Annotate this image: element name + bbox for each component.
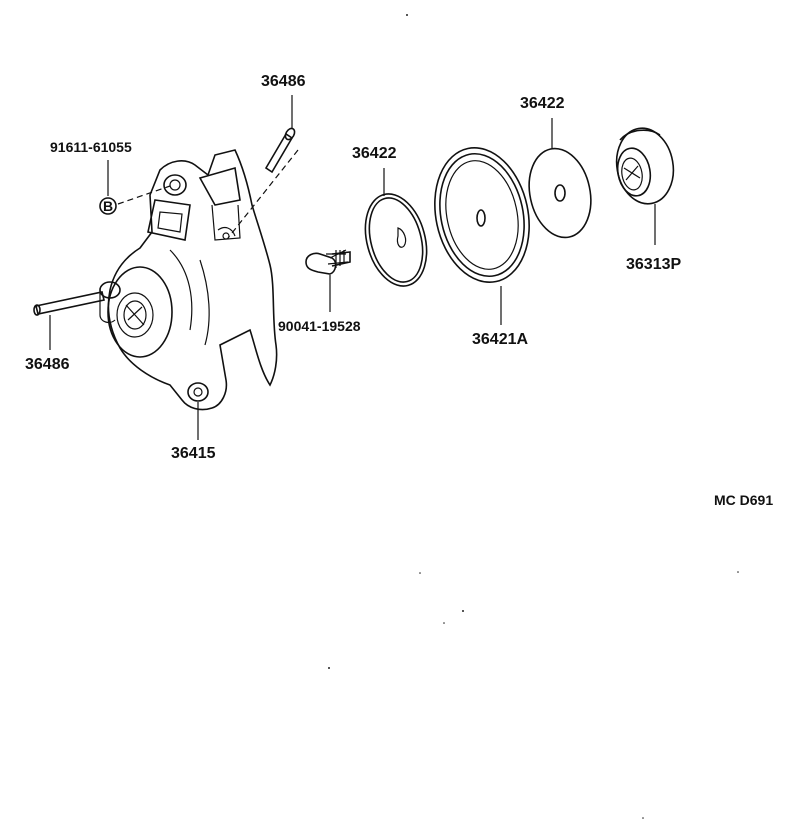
callout-b-circle bbox=[99, 197, 117, 215]
label-36486-left: 36486 bbox=[25, 356, 70, 373]
gasket-36422-left bbox=[364, 168, 428, 287]
diagram-code: MC D691 bbox=[714, 492, 773, 508]
label-91611-61055: 91611-61055 bbox=[50, 139, 132, 155]
pin-36486-left bbox=[33, 291, 105, 350]
label-90041-19528: 90041-19528 bbox=[278, 318, 361, 334]
callout-b-letter: B bbox=[103, 198, 113, 214]
label-36421A: 36421A bbox=[472, 331, 528, 348]
diaphragm-36421A bbox=[434, 147, 530, 325]
cap-36313P bbox=[615, 127, 675, 245]
bolt-90041-19528 bbox=[305, 249, 351, 312]
label-36415: 36415 bbox=[171, 445, 216, 462]
label-36486-top: 36486 bbox=[261, 73, 306, 90]
callout-91611: B bbox=[99, 160, 171, 215]
label-36422-right: 36422 bbox=[520, 95, 565, 112]
gasket-36422-right bbox=[528, 118, 592, 239]
label-36422-left: 36422 bbox=[352, 145, 397, 162]
scan-specks bbox=[328, 14, 739, 819]
label-36313P: 36313P bbox=[626, 256, 681, 273]
pin-36486-top bbox=[227, 95, 299, 239]
housing-36415 bbox=[99, 149, 278, 411]
